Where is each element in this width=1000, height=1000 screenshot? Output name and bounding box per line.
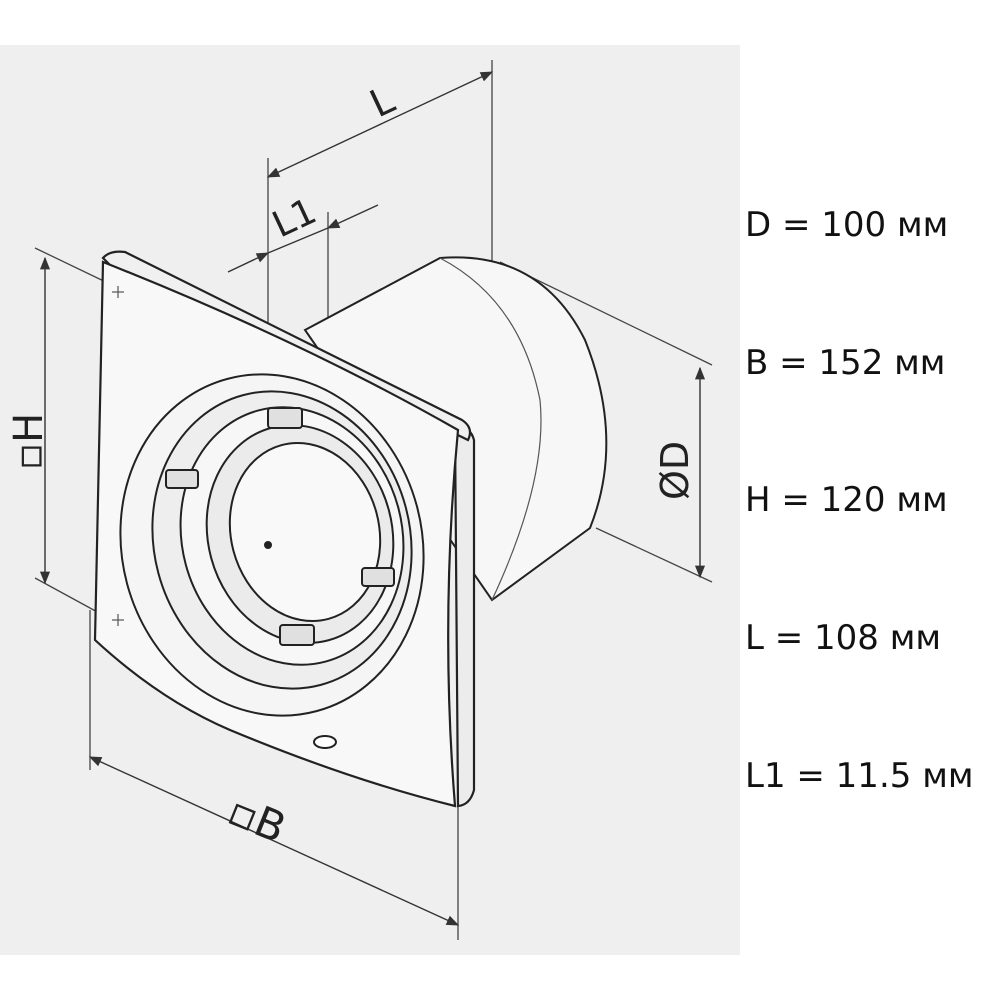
indicator-light [313,735,337,749]
dim-label-l1: L1 [266,191,322,246]
fan-dimension-drawing: L L1 ▫H ▫B ØD [6,60,713,940]
dimension-lines [39,71,706,926]
dimension-labels: L L1 ▫H ▫B ØD [6,77,697,852]
spec-diameter: D = 100 мм [745,205,949,245]
spec-height: H = 120 мм [745,480,948,520]
dim-label-d: ØD [653,441,697,500]
spec-length: L = 108 мм [745,618,942,658]
spec-length-l1: L1 = 11.5 мм [745,756,974,796]
dim-label-h: ▫H [6,413,52,470]
dim-label-l: L [363,77,401,126]
spec-width: B = 152 мм [745,343,946,383]
fan-grille [119,373,425,717]
dim-label-b: ▫B [221,786,292,853]
corner-marks [112,286,124,626]
